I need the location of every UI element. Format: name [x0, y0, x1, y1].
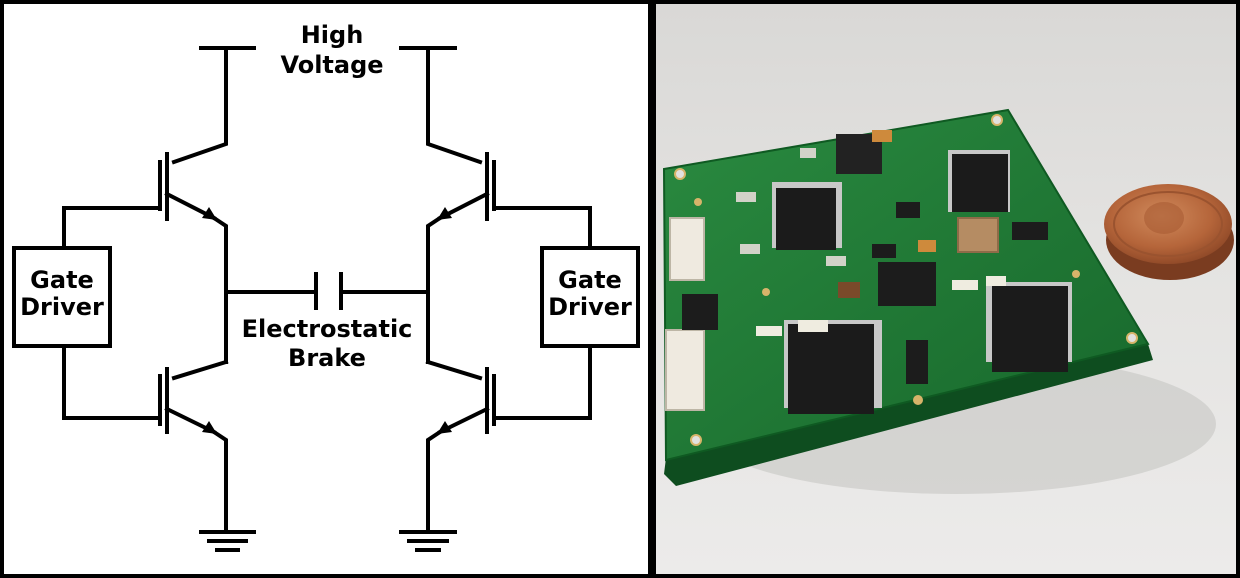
passive-component — [872, 130, 892, 142]
brake-label-line2: Brake — [288, 344, 366, 372]
driver-ic — [682, 294, 718, 330]
pcb-photo-panel — [656, 4, 1236, 574]
pcb-edge — [664, 344, 1153, 486]
connector-top — [669, 217, 705, 281]
microcontroller-ic — [878, 262, 936, 306]
brake-capacitor-symbol — [314, 272, 343, 310]
left-low-side-transistor — [158, 359, 229, 534]
left-top-collector-wire — [171, 46, 228, 165]
left-ground-symbol — [199, 530, 256, 552]
supply-label-line1: High — [301, 21, 364, 49]
connector-bottom — [665, 329, 705, 411]
passive-component — [918, 240, 936, 252]
power-transistor — [772, 182, 842, 250]
small-ic — [896, 202, 920, 218]
left-gate-driver-box — [12, 246, 112, 348]
small-ic — [872, 244, 896, 258]
passive-component — [952, 280, 978, 290]
mounting-hole — [690, 434, 702, 446]
test-pad — [1072, 270, 1080, 278]
passive-component — [798, 320, 828, 332]
right-top-gate-wire — [492, 206, 592, 250]
inductor — [957, 217, 999, 253]
passive-component — [986, 276, 1006, 286]
left-half-bridge — [62, 46, 316, 552]
supply-label-line2: Voltage — [280, 51, 383, 79]
right-high-side-transistor — [426, 152, 496, 364]
penny-coin — [1104, 184, 1234, 280]
passive-component — [826, 256, 846, 266]
right-driver-label-line1: Gate — [558, 266, 622, 294]
right-half-bridge — [342, 46, 592, 552]
passive-component — [736, 192, 756, 202]
schematic-panel: High Voltage Electrostatic Brake Gate Dr… — [4, 4, 648, 574]
passive-component — [756, 326, 782, 336]
left-driver-label-line2: Driver — [20, 293, 104, 321]
h-bridge-schematic: High Voltage Electrostatic Brake Gate Dr… — [12, 21, 640, 552]
left-driver-label-line1: Gate — [30, 266, 94, 294]
passive-component — [740, 244, 760, 254]
left-high-side-transistor — [158, 152, 228, 364]
brake-label-line1: Electrostatic — [242, 315, 413, 343]
right-ground-symbol — [399, 530, 457, 552]
right-top-collector-wire — [426, 46, 483, 165]
shunt-resistor — [1012, 222, 1048, 240]
right-low-side-transistor — [425, 359, 496, 534]
pcb-photo — [662, 108, 1234, 494]
power-transistor — [986, 282, 1072, 372]
test-pad — [913, 395, 923, 405]
test-pad — [694, 198, 702, 206]
passive-component — [800, 148, 816, 158]
diode — [906, 340, 928, 384]
power-transistor — [784, 320, 882, 414]
left-top-gate-wire — [62, 206, 162, 250]
passive-component — [838, 282, 860, 298]
mounting-hole — [1126, 332, 1138, 344]
mounting-hole — [991, 114, 1003, 126]
right-gate-driver-box — [540, 246, 640, 348]
mounting-hole — [674, 168, 686, 180]
test-pad — [762, 288, 770, 296]
power-transistor — [948, 150, 1010, 212]
left-bottom-gate-wire — [62, 344, 162, 420]
right-driver-label-line2: Driver — [548, 293, 632, 321]
right-bottom-gate-wire — [492, 344, 592, 420]
